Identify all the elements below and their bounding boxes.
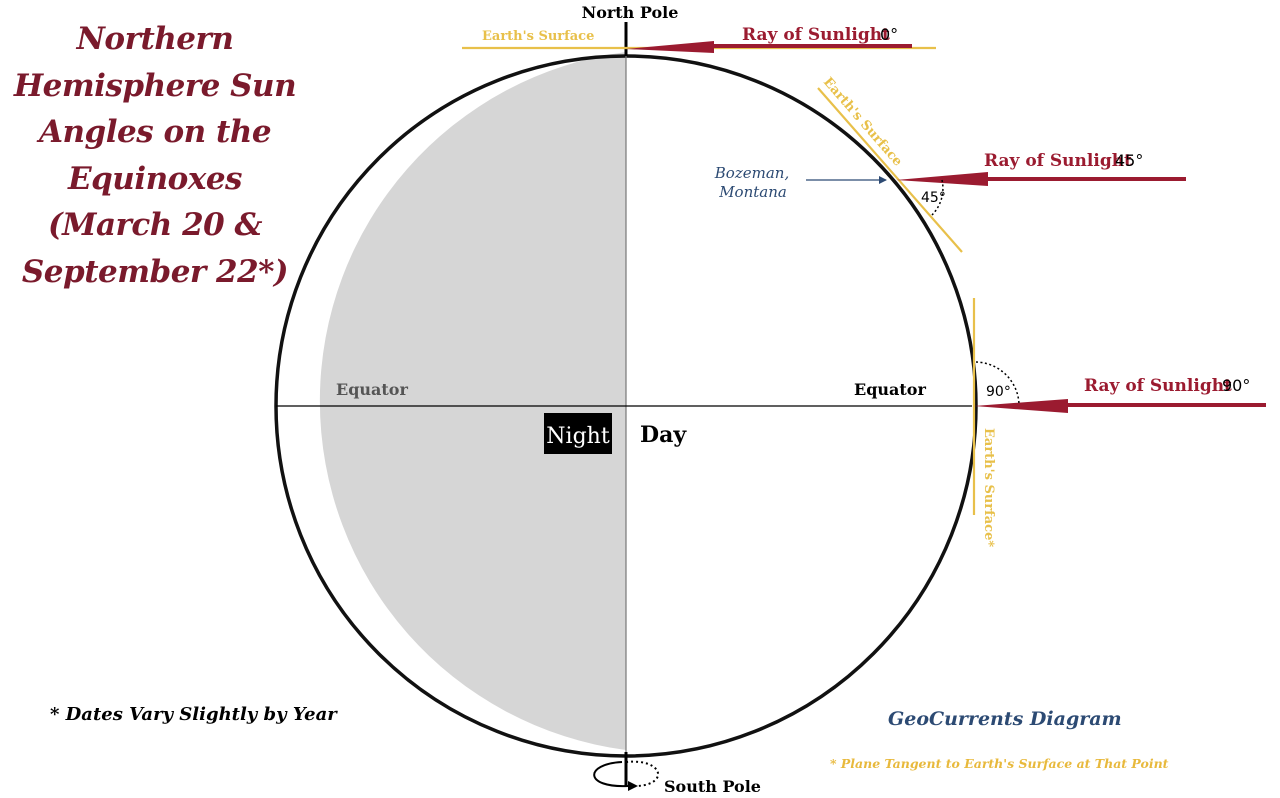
angle-label-45: 45° (921, 190, 946, 206)
ray-90-angle: 90° (1222, 376, 1250, 395)
location-label-line2: Montana (718, 183, 787, 201)
rotation-solid-arc (593, 761, 629, 788)
diagram-title: Northern Hemisphere Sun Angles on the Eq… (13, 21, 297, 290)
ray-90-label: Ray of Sunlight (1084, 376, 1232, 396)
ray-0-angle: 0° (880, 25, 898, 44)
south-pole-label: South Pole (664, 777, 761, 796)
angle-label-90: 90° (986, 384, 1011, 400)
day-label: Day (640, 422, 687, 448)
surface-label-right: Earth's Surface* (981, 428, 996, 547)
angle-arc-90 (975, 361, 1020, 405)
night-label: Night (546, 424, 610, 449)
credit-label: GeoCurrents Diagram (888, 708, 1122, 730)
ray-45-arrowhead (896, 172, 988, 186)
angle-arc-45 (931, 179, 944, 216)
surface-line-bozeman (817, 87, 963, 253)
north-pole-label: North Pole (582, 3, 679, 22)
rotation-dotted-arc (625, 760, 660, 788)
night-half (319, 52, 626, 750)
ray-0-label: Ray of Sunlight (742, 25, 890, 45)
equator-label-night: Equator (336, 380, 408, 399)
rotation-arrow-icon (628, 781, 638, 791)
ray-90-arrowhead (974, 399, 1068, 413)
night-label-box (544, 413, 612, 454)
equator-label-day: Equator (854, 380, 926, 399)
tangent-footnote: * Plane Tangent to Earth's Surface at Th… (830, 756, 1169, 771)
ray-45-label: Ray of Sunlight (984, 151, 1132, 171)
ray-45-angle: 45° (1115, 151, 1143, 170)
location-label-line1: Bozeman, (714, 164, 789, 182)
surface-label-top: Earth's Surface (482, 29, 594, 44)
dates-footnote: * Dates Vary Slightly by Year (50, 704, 337, 725)
ray-0-arrowhead (626, 41, 714, 53)
